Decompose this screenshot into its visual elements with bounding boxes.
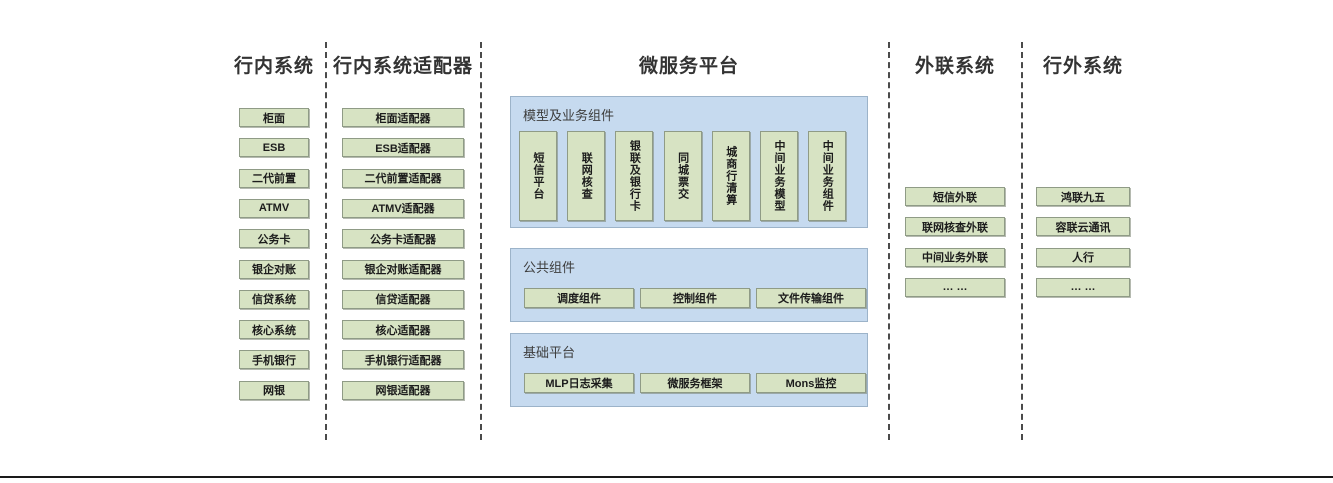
node-internal-adapters-2[interactable]: ESB适配器 (342, 138, 464, 158)
node-internal-adapters-6[interactable]: 银企对账适配器 (342, 259, 464, 279)
column-title-outside-bank-systems: 行外系统 (1042, 56, 1123, 77)
node-internal-adapters-5[interactable]: 公务卡适配器 (342, 229, 464, 249)
node-internal-systems-7[interactable]: 信贷系统 (239, 289, 309, 309)
panel-base-platform: 基础平台 (510, 333, 868, 407)
node-outside-bank-systems-3[interactable]: 人行 (1036, 247, 1130, 267)
panel-label-public-components: 公共组件 (523, 260, 576, 275)
node-model-business-components-6[interactable]: 中间业务模型 (760, 131, 798, 221)
node-internal-adapters-3[interactable]: 二代前置适配器 (342, 168, 464, 188)
node-internal-adapters-9[interactable]: 手机银行适配器 (342, 350, 464, 370)
node-model-business-components-7[interactable]: 中间业务组件 (808, 131, 847, 221)
node-internal-adapters-7[interactable]: 信贷适配器 (342, 289, 464, 309)
node-internal-adapters-10[interactable]: 网银适配器 (342, 380, 464, 400)
node-internal-systems-1[interactable]: 柜面 (239, 108, 309, 127)
column-title-microservice-platform: 微服务平台 (638, 56, 739, 77)
node-internal-systems-9[interactable]: 手机银行 (239, 350, 309, 370)
node-model-business-components-1[interactable]: 短信平台 (519, 131, 557, 221)
column-title-internal-systems: 行内系统 (233, 56, 314, 77)
node-internal-systems-4[interactable]: ATMV (239, 198, 309, 218)
node-base-platform-3[interactable]: Mons监控 (756, 373, 866, 393)
node-internal-systems-6[interactable]: 银企对账 (239, 259, 309, 279)
panel-label-model-business-components: 模型及业务组件 (523, 108, 615, 123)
node-public-components-3[interactable]: 文件传输组件 (756, 288, 866, 308)
panel-label-base-platform: 基础平台 (523, 345, 576, 360)
node-internal-systems-10[interactable]: 网银 (239, 380, 309, 400)
node-internal-adapters-8[interactable]: 核心适配器 (342, 320, 464, 340)
node-outside-bank-systems-4[interactable]: … … (1036, 277, 1130, 297)
column-divider-2 (480, 42, 482, 440)
node-base-platform-2[interactable]: 微服务框架 (640, 373, 750, 393)
node-internal-adapters-4[interactable]: ATMV适配器 (342, 198, 464, 218)
node-public-components-1[interactable]: 调度组件 (524, 288, 634, 308)
column-divider-1 (325, 42, 327, 440)
bottom-rule (0, 476, 1333, 478)
node-internal-systems-2[interactable]: ESB (239, 138, 309, 158)
node-model-business-components-2[interactable]: 联网核查 (567, 131, 606, 221)
panel-public-components: 公共组件 (510, 248, 868, 322)
node-outside-bank-systems-2[interactable]: 容联云通讯 (1036, 217, 1130, 237)
column-title-external-link-systems: 外联系统 (914, 56, 995, 77)
node-internal-systems-5[interactable]: 公务卡 (239, 229, 309, 249)
node-model-business-components-3[interactable]: 银联及银行卡 (615, 131, 654, 221)
node-model-business-components-4[interactable]: 同城票交 (663, 131, 702, 221)
column-title-internal-adapters: 行内系统适配器 (332, 56, 473, 77)
column-divider-4 (1021, 42, 1023, 440)
node-model-business-components-5[interactable]: 城商行清算 (711, 131, 750, 221)
column-divider-3 (888, 42, 890, 440)
node-internal-adapters-1[interactable]: 柜面适配器 (342, 108, 464, 127)
node-internal-systems-8[interactable]: 核心系统 (239, 320, 309, 340)
node-public-components-2[interactable]: 控制组件 (640, 288, 750, 308)
node-internal-systems-3[interactable]: 二代前置 (239, 168, 309, 188)
node-external-link-systems-4[interactable]: … … (905, 277, 1005, 297)
node-outside-bank-systems-1[interactable]: 鸿联九五 (1036, 187, 1130, 206)
node-external-link-systems-2[interactable]: 联网核查外联 (905, 217, 1005, 237)
node-external-link-systems-1[interactable]: 短信外联 (905, 187, 1005, 206)
node-base-platform-1[interactable]: MLP日志采集 (524, 373, 634, 393)
node-external-link-systems-3[interactable]: 中间业务外联 (905, 247, 1005, 267)
